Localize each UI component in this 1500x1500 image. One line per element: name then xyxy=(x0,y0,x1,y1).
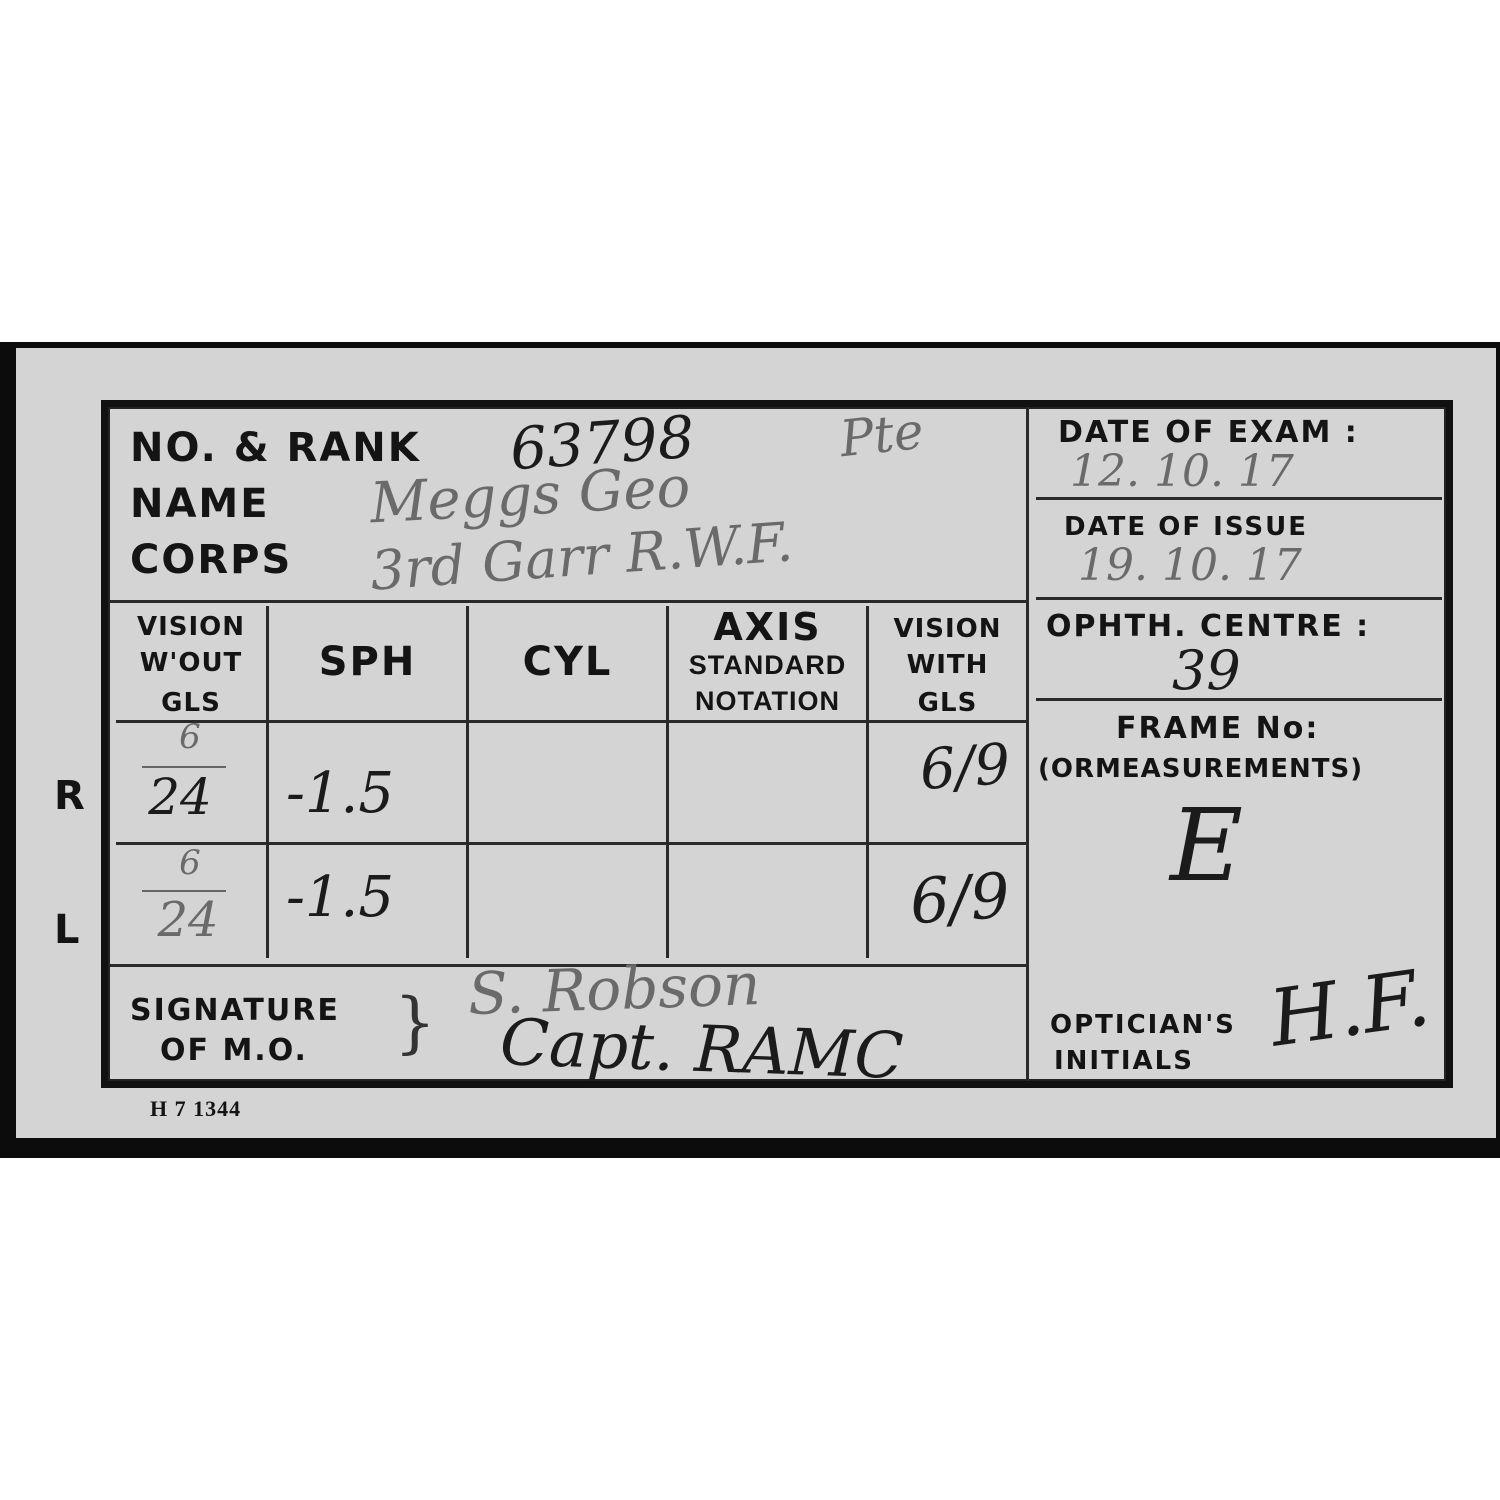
axis-header-2: STANDARD xyxy=(688,650,847,680)
rank-entry: Pte xyxy=(837,401,927,469)
row-l-label: L xyxy=(54,907,80,953)
signature-label-line1: SIGNATURE xyxy=(130,993,340,1028)
opticians-label-line1: OPTICIAN'S xyxy=(1050,1010,1236,1040)
date-of-issue-entry: 19. 10. 17 xyxy=(1078,540,1302,591)
r-vision-without-num: 6 xyxy=(179,717,201,757)
l-vision-without-den: 24 xyxy=(157,892,219,948)
card-inner-border xyxy=(108,407,1446,1081)
sph-header: SPH xyxy=(318,639,417,685)
divider-header-bottom xyxy=(110,600,1028,603)
l-vision-fraction-bar xyxy=(142,890,226,892)
name-label: NAME xyxy=(130,481,270,527)
divider-table-bottom xyxy=(110,964,1028,967)
form-number: H 7 1344 xyxy=(150,1096,242,1121)
divider-col-2 xyxy=(466,606,469,958)
divider-col-1 xyxy=(266,606,269,958)
row-r-label: R xyxy=(54,773,85,819)
r-vision-without-den: 24 xyxy=(148,768,212,826)
divider-col-4 xyxy=(866,606,869,958)
no-rank-label: NO. & RANK xyxy=(130,425,421,471)
axis-header-1: AXIS xyxy=(713,605,822,649)
r-sph-entry: -1.5 xyxy=(286,761,394,826)
ophth-centre-entry: 39 xyxy=(1172,639,1241,702)
frame-no-label: FRAME No: xyxy=(1116,711,1320,746)
signature-brace: } xyxy=(394,984,436,1061)
signature-label-line2: OF M.O. xyxy=(160,1033,308,1068)
cyl-header: CYL xyxy=(522,639,613,685)
r-vision-with-entry: 6/9 xyxy=(917,731,1013,804)
divider-row-r-l xyxy=(116,842,1026,845)
vision-with-header-2: WITH xyxy=(906,650,989,680)
l-sph-entry: -1.5 xyxy=(286,865,394,930)
divider-centre-frame xyxy=(1036,698,1442,701)
l-vision-without-num: 6 xyxy=(179,843,201,883)
axis-header-3: NOTATION xyxy=(695,686,840,716)
vision-wout-header-3: GLS xyxy=(161,688,221,718)
divider-table-header xyxy=(116,720,1026,723)
or-measurements-label: (ORMEASUREMENTS) xyxy=(1038,754,1364,784)
opticians-label-line2: INITIALS xyxy=(1054,1046,1194,1076)
divider-col-3 xyxy=(666,606,669,958)
date-of-issue-label: DATE OF ISSUE xyxy=(1064,512,1308,542)
r-vision-fraction-bar xyxy=(142,766,226,768)
divider-exam-issue xyxy=(1036,497,1442,500)
card-outer-border xyxy=(101,400,1453,1088)
vision-with-header-1: VISION xyxy=(893,614,1002,644)
divider-issue-centre xyxy=(1036,597,1442,600)
l-vision-with-entry: 6/9 xyxy=(907,858,1013,939)
divider-main-vertical xyxy=(1026,407,1029,1081)
opticians-initials-entry: H.F. xyxy=(1264,953,1436,1065)
date-of-exam-entry: 12. 10. 17 xyxy=(1070,446,1294,497)
vision-wout-header-1: VISION xyxy=(136,612,246,642)
date-of-exam-label: DATE OF EXAM : xyxy=(1058,415,1359,450)
corps-label: CORPS xyxy=(130,537,293,583)
ophth-centre-label: OPHTH. CENTRE : xyxy=(1046,609,1371,644)
signature-entry-line2: Capt. RAMC xyxy=(498,1005,905,1095)
prescription-card xyxy=(16,348,1496,1138)
vision-wout-header-2: W'OUT xyxy=(139,648,243,678)
frame-no-entry: E xyxy=(1170,787,1243,904)
vision-with-header-3: GLS xyxy=(917,688,978,718)
